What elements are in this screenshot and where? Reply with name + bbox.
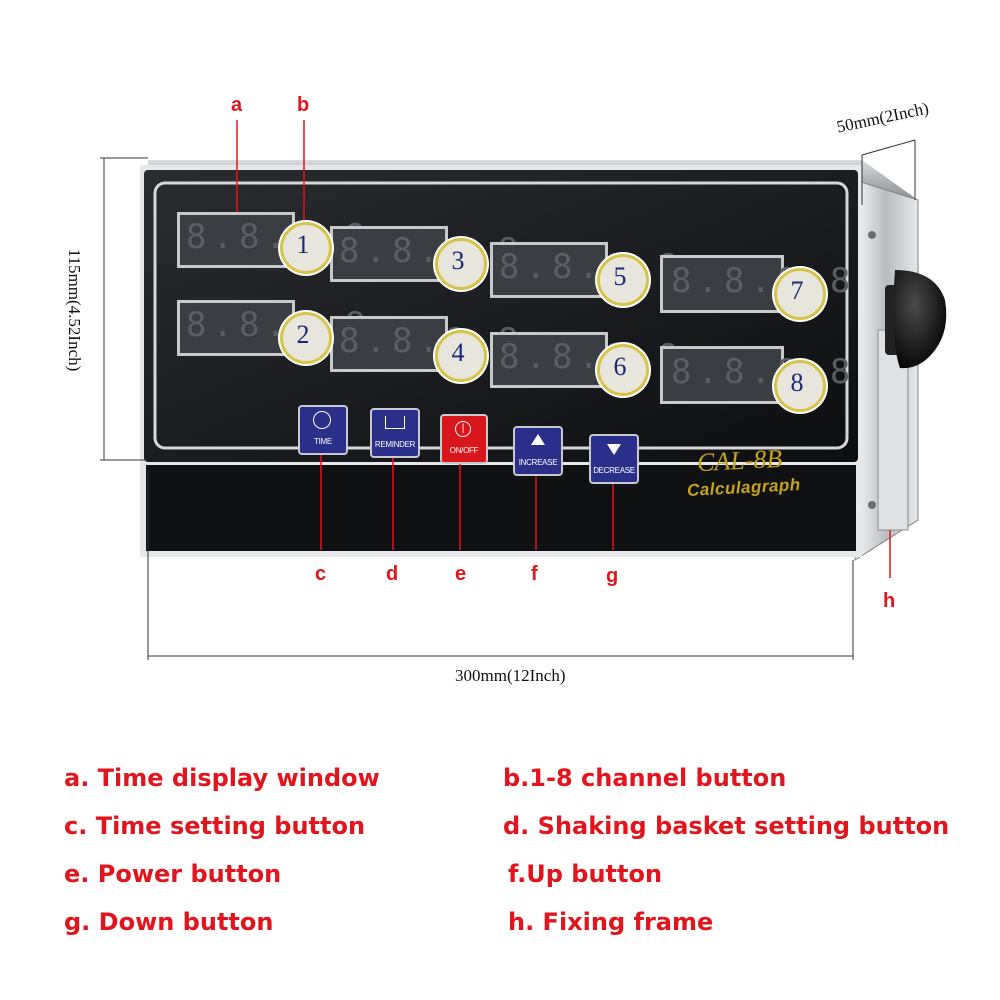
- model-name: CAL-8B: [696, 443, 783, 478]
- clock-icon: [313, 411, 331, 429]
- reminder-button[interactable]: REMINDER: [370, 408, 420, 458]
- callout-e: e: [455, 563, 467, 585]
- power-button-label: ON/OFF: [449, 446, 479, 455]
- display-digits: 8.8.8.8: [671, 352, 857, 392]
- legend-item-a: a. Time display window: [64, 764, 380, 792]
- callout-lines: [236, 120, 891, 578]
- display-window-8: 8.8.8.8: [660, 346, 850, 404]
- channel-button-4[interactable]: 4: [435, 330, 487, 382]
- channel-number: 2: [296, 320, 310, 349]
- channel-number: 1: [296, 230, 310, 259]
- channel-number: 7: [790, 276, 804, 305]
- power-button[interactable]: | ON/OFF: [440, 414, 488, 464]
- dimension-lines: [100, 139, 916, 660]
- channel-button-8[interactable]: 8: [774, 360, 826, 412]
- channel-button-5[interactable]: 5: [597, 254, 649, 306]
- legend-item-d: d. Shaking basket setting button: [503, 812, 950, 840]
- channel-number: 3: [451, 246, 465, 275]
- legend-item-f: f.Up button: [508, 860, 663, 888]
- arrow-up-icon: [531, 434, 545, 445]
- channel-button-2[interactable]: 2: [280, 312, 332, 364]
- channel-number: 8: [790, 368, 804, 397]
- power-icon: |: [455, 421, 471, 437]
- legend-item-b: b.1-8 channel button: [503, 764, 787, 792]
- display-digits: 8.8.8.8: [499, 337, 685, 377]
- knob-icon[interactable]: [885, 270, 947, 369]
- reminder-button-label: REMINDER: [374, 440, 416, 449]
- increase-button-label: INCREASE: [518, 458, 558, 467]
- display-digits: 8.8.8.8: [671, 261, 857, 301]
- device-diagram: [100, 120, 947, 660]
- display-digits: 8.8.8.8: [339, 321, 525, 361]
- channel-button-6[interactable]: 6: [597, 344, 649, 396]
- channel-number: 6: [613, 352, 627, 381]
- legend-item-g: g. Down button: [64, 908, 274, 936]
- channel-number: 5: [613, 262, 627, 291]
- display-digits: 8.8.8.8: [499, 247, 685, 287]
- callout-d: d: [386, 563, 399, 585]
- legend-item-h: h. Fixing frame: [508, 908, 714, 936]
- display-window-6: 8.8.8.8: [490, 332, 678, 388]
- increase-button[interactable]: INCREASE: [513, 426, 563, 476]
- display-digits: 8.8.8.8: [339, 231, 525, 271]
- channel-button-7[interactable]: 7: [774, 268, 826, 320]
- time-button-label: TIME: [314, 437, 332, 446]
- height-dimension-label: 115mm(4.52Inch): [65, 248, 84, 372]
- display-window-3: 8.8.8.8: [330, 226, 518, 282]
- display-window-1: 8.8.8.8: [177, 212, 365, 268]
- display-window-4: 8.8.8.8: [330, 316, 518, 372]
- decrease-button-label: DECREASE: [593, 466, 635, 475]
- callout-c: c: [315, 563, 327, 585]
- display-window-7: 8.8.8.8: [660, 255, 850, 313]
- legend: a. Time display window b.1-8 channel but…: [0, 760, 1000, 960]
- channel-button-1[interactable]: 1: [280, 222, 332, 274]
- callout-b: b: [297, 94, 310, 116]
- time-button[interactable]: TIME: [298, 405, 348, 455]
- callout-a: a: [231, 94, 243, 116]
- legend-item-e: e. Power button: [64, 860, 282, 888]
- channel-button-3[interactable]: 3: [435, 238, 487, 290]
- display-window-2: 8.8.8.8: [177, 300, 365, 356]
- legend-item-c: c. Time setting button: [64, 812, 366, 840]
- width-dimension-label: 300mm(12Inch): [455, 666, 566, 685]
- callout-g: g: [606, 565, 619, 587]
- display-window-5: 8.8.8.8: [490, 242, 678, 298]
- arrow-down-icon: [607, 444, 621, 455]
- decrease-button[interactable]: DECREASE: [589, 434, 639, 484]
- callout-h: h: [883, 590, 896, 612]
- basket-icon: [385, 416, 405, 429]
- channel-number: 4: [451, 338, 465, 367]
- callout-f: f: [531, 563, 538, 585]
